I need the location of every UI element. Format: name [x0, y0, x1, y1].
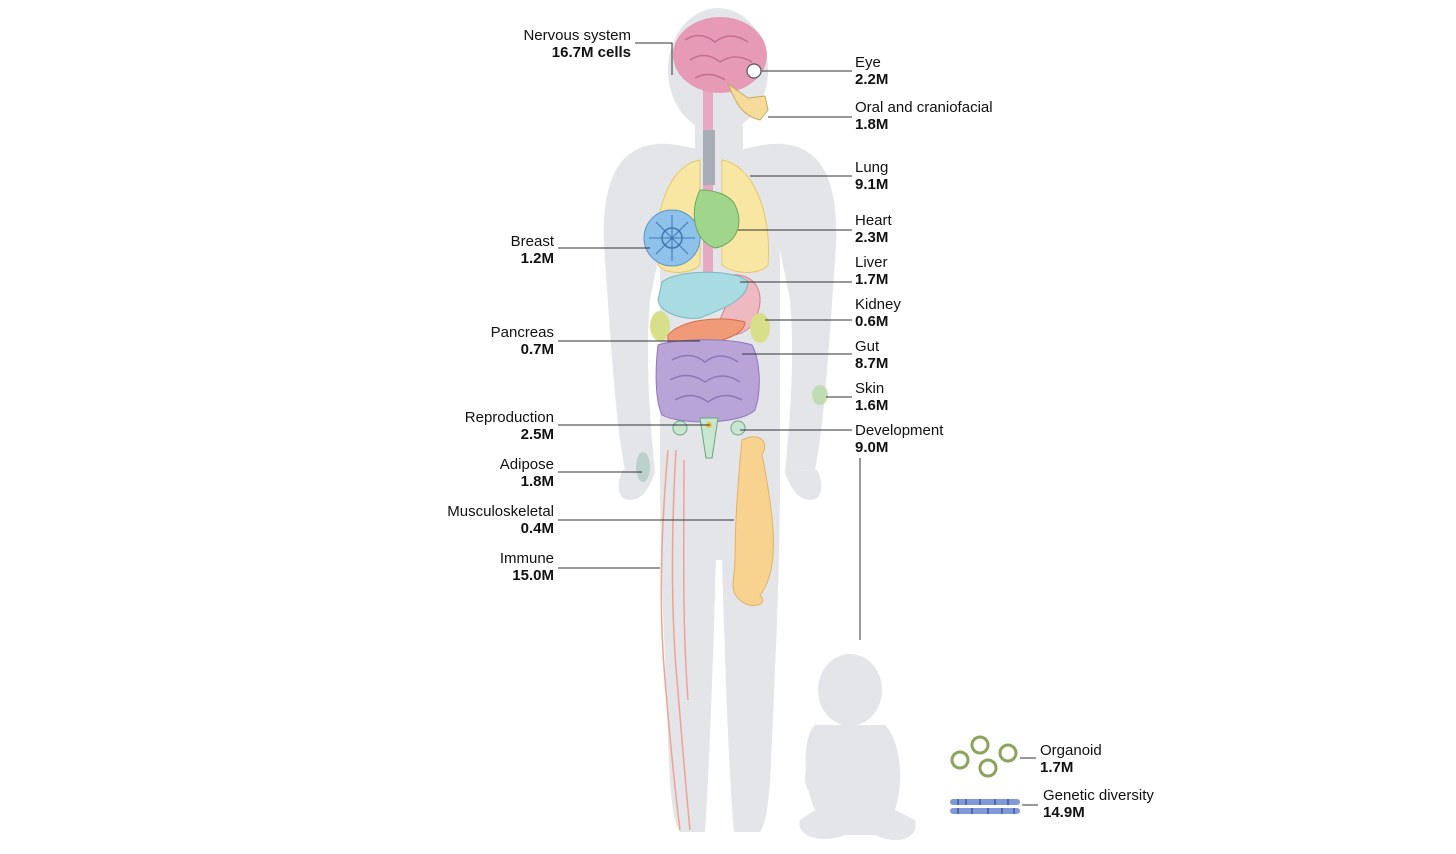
trachea: [703, 130, 715, 185]
label-name: Liver: [855, 254, 888, 271]
label-name: Heart: [855, 212, 892, 229]
label-name: Nervous system: [523, 27, 631, 44]
spinal-cord: [703, 88, 713, 288]
organoid-icon: [952, 737, 1016, 776]
label-value: 1.7M: [1040, 759, 1102, 776]
label-name: Reproduction: [465, 409, 554, 426]
label-reproduction: Reproduction 2.5M: [465, 409, 554, 443]
label-name: Lung: [855, 159, 888, 176]
chromosome-icon: [950, 799, 1020, 814]
skin-patch: [812, 385, 828, 405]
adipose-patch: [636, 452, 650, 482]
label-oral-craniofacial: Oral and craniofacial 1.8M: [855, 99, 993, 133]
label-name: Development: [855, 422, 943, 439]
label-value: 1.2M: [511, 250, 554, 267]
label-organoid: Organoid 1.7M: [1040, 742, 1102, 776]
label-value: 2.3M: [855, 229, 892, 246]
label-name: Pancreas: [491, 324, 554, 341]
label-name: Genetic diversity: [1043, 787, 1154, 804]
label-pancreas: Pancreas 0.7M: [491, 324, 554, 358]
kidney-right-organ: [750, 313, 770, 343]
label-eye: Eye 2.2M: [855, 54, 888, 88]
label-gut: Gut 8.7M: [855, 338, 888, 372]
label-value: 9.1M: [855, 176, 888, 193]
label-kidney: Kidney 0.6M: [855, 296, 901, 330]
label-skin: Skin 1.6M: [855, 380, 888, 414]
label-name: Gut: [855, 338, 888, 355]
label-value: 8.7M: [855, 355, 888, 372]
baby-silhouette: [799, 654, 915, 840]
label-genetic-diversity: Genetic diversity 14.9M: [1043, 787, 1154, 821]
label-value: 0.7M: [491, 341, 554, 358]
label-value: 1.6M: [855, 397, 888, 414]
label-name: Skin: [855, 380, 888, 397]
label-development: Development 9.0M: [855, 422, 943, 456]
label-value: 2.2M: [855, 71, 888, 88]
label-name: Adipose: [500, 456, 554, 473]
label-name: Oral and craniofacial: [855, 99, 993, 116]
kidney-left-organ: [650, 311, 670, 341]
label-name: Organoid: [1040, 742, 1102, 759]
label-nervous-system: Nervous system 16.7M cells: [523, 27, 631, 61]
label-value: 0.6M: [855, 313, 901, 330]
label-heart: Heart 2.3M: [855, 212, 892, 246]
label-name: Breast: [511, 233, 554, 250]
label-name: Kidney: [855, 296, 901, 313]
label-adipose: Adipose 1.8M: [500, 456, 554, 490]
eye-organ: [747, 64, 761, 78]
label-lung: Lung 9.1M: [855, 159, 888, 193]
breast-organ: [644, 210, 700, 266]
label-value: 15.0M: [500, 567, 554, 584]
label-value: 9.0M: [855, 439, 943, 456]
label-immune: Immune 15.0M: [500, 550, 554, 584]
label-value: 1.8M: [855, 116, 993, 133]
label-musculoskeletal: Musculoskeletal 0.4M: [447, 503, 554, 537]
label-name: Eye: [855, 54, 888, 71]
label-liver: Liver 1.7M: [855, 254, 888, 288]
label-value: 1.8M: [500, 473, 554, 490]
brain-organ: [673, 17, 767, 93]
label-value: 16.7M cells: [523, 44, 631, 61]
label-value: 1.7M: [855, 271, 888, 288]
gut-organ: [656, 340, 759, 422]
label-value: 14.9M: [1043, 804, 1154, 821]
label-breast: Breast 1.2M: [511, 233, 554, 267]
label-name: Immune: [500, 550, 554, 567]
label-value: 2.5M: [465, 426, 554, 443]
label-name: Musculoskeletal: [447, 503, 554, 520]
label-value: 0.4M: [447, 520, 554, 537]
